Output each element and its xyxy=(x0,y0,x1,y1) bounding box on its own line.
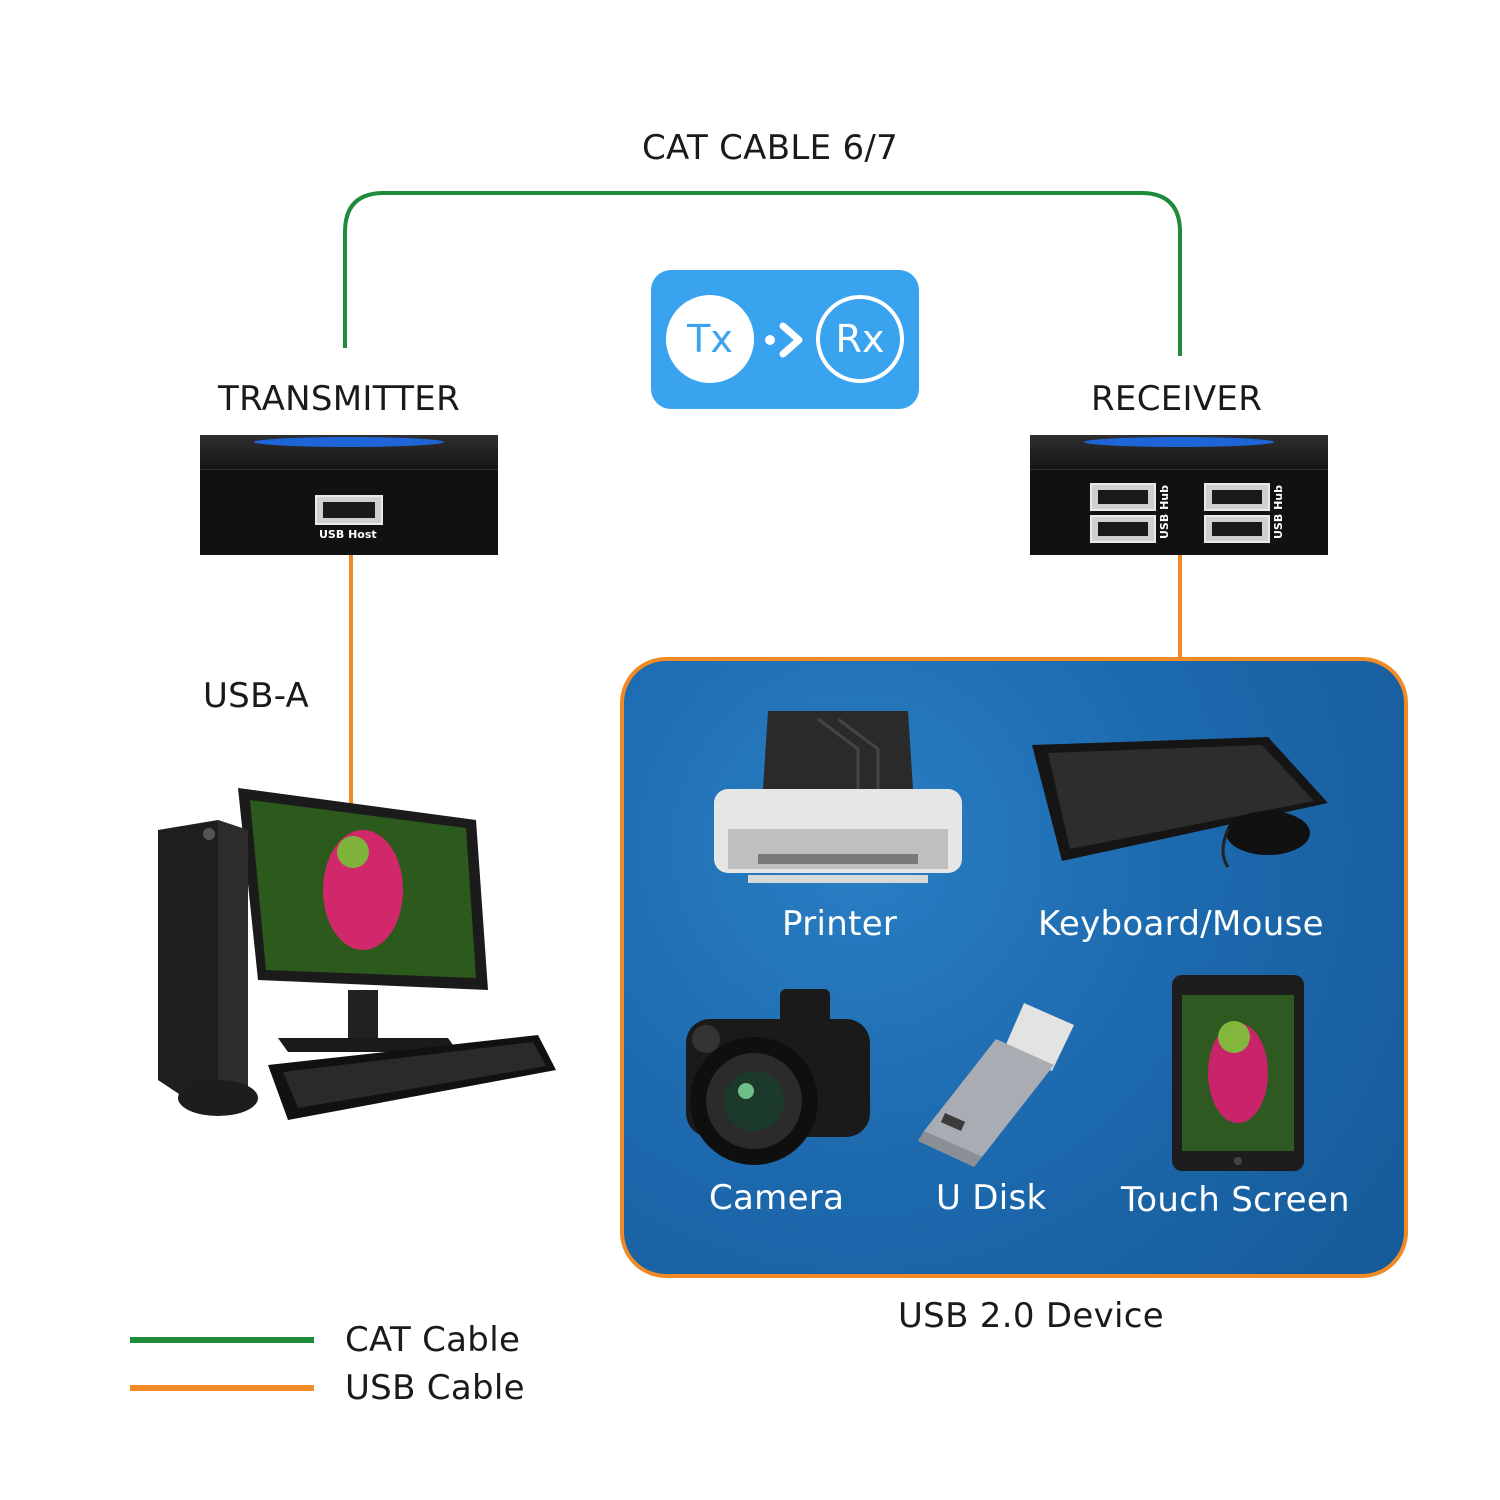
receiver-box-top xyxy=(1030,435,1328,470)
usb-a-label: USB-A xyxy=(203,676,310,716)
legend-usb-line xyxy=(130,1385,314,1391)
printer-label: Printer xyxy=(782,904,898,944)
touch-screen-label: Touch Screen xyxy=(1121,1180,1350,1220)
legend-cat-line xyxy=(130,1337,314,1343)
desktop-computer-image xyxy=(158,788,556,1120)
u-disk-image xyxy=(918,1003,1074,1167)
touch-screen-image xyxy=(1172,975,1304,1171)
transmitter-box-top xyxy=(200,435,498,470)
usb-hub-port-3 xyxy=(1204,483,1270,511)
transmitter-box: USB Host xyxy=(200,435,498,555)
usb-host-port xyxy=(315,495,383,525)
camera-label: Camera xyxy=(709,1178,845,1218)
u-disk-label: U Disk xyxy=(936,1178,1047,1218)
keyboard-mouse-image xyxy=(1032,737,1328,868)
usb-devices-panel: Printer Keyboard/Mouse Camera U Dis xyxy=(620,657,1408,1278)
legend-cat-label: CAT Cable xyxy=(345,1320,521,1360)
devices-caption: USB 2.0 Device xyxy=(898,1296,1164,1336)
tx-rx-badge: Tx Rx xyxy=(651,270,919,409)
legend-usb-label: USB Cable xyxy=(345,1368,525,1408)
keyboard-mouse-label: Keyboard/Mouse xyxy=(1038,904,1324,944)
transmitter-label: TRANSMITTER xyxy=(218,379,460,419)
rx-circle: Rx xyxy=(816,295,904,383)
receiver-box: USB Hub USB Hub xyxy=(1030,435,1328,555)
tx-circle: Tx xyxy=(666,295,754,383)
usb-hub-label-2: USB Hub xyxy=(1272,485,1285,539)
arrow-right-icon xyxy=(765,322,803,358)
cat-cable-line xyxy=(343,191,1182,356)
usb-host-port-label: USB Host xyxy=(319,528,377,541)
receiver-label: RECEIVER xyxy=(1091,379,1263,419)
cable-title: CAT CABLE 6/7 xyxy=(642,128,899,168)
usb-hub-port-2 xyxy=(1090,515,1156,543)
printer-image xyxy=(714,711,962,883)
usb-hub-port-1 xyxy=(1090,483,1156,511)
usb-hub-port-4 xyxy=(1204,515,1270,543)
usb-hub-label-1: USB Hub xyxy=(1158,485,1171,539)
camera-image xyxy=(686,989,870,1165)
